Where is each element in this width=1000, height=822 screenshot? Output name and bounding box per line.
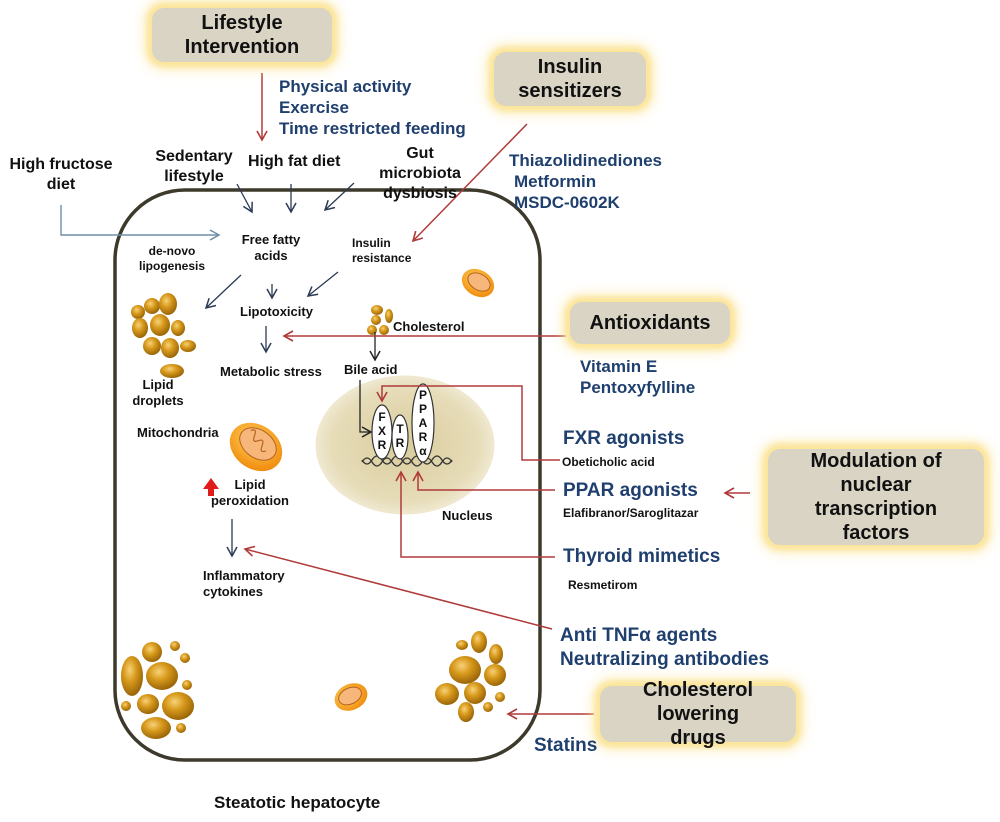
lipid-droplets-bottom-right xyxy=(435,631,506,722)
receptor-fxr-label: F X R xyxy=(377,410,387,452)
box-cholesterol-lowering: Cholesterol lowering drugs xyxy=(600,679,796,749)
figure-title: Steatotic hepatocyte xyxy=(214,793,381,812)
arrow-insulin-to-lipotoxicity xyxy=(306,271,339,297)
box-lifestyle-intervention: Lifestyle Intervention xyxy=(152,8,332,62)
tr-receptor xyxy=(391,414,409,460)
arrow-fructose-to-ffa xyxy=(60,205,221,241)
receptor-ppar-label: P P A R α xyxy=(418,388,428,458)
ppar-agonists-label: PPAR agonists xyxy=(563,480,698,501)
risk-high-fat-diet: High fat diet xyxy=(248,153,341,170)
mitochondrion-bottom xyxy=(334,683,368,711)
statins-label: Statins xyxy=(534,735,598,756)
cell-membrane xyxy=(113,188,542,762)
arrow-bileacid-to-fxr xyxy=(359,380,373,438)
lipid-droplets-upper-left xyxy=(131,293,196,378)
label-inflammatory-cytokines: Inflammatory cytokines xyxy=(203,568,285,599)
receptor-tr-label: T R xyxy=(395,422,405,450)
label-lipid-droplets: Lipid droplets xyxy=(132,377,184,408)
risk-sedentary-lifestyle: Sedentary lifestyle xyxy=(155,148,233,185)
elafibranor-saroglitazar-label: Elafibranor/Saroglitazar xyxy=(563,506,699,520)
arrow-insulin-sensitizers xyxy=(411,123,528,243)
label-free-fatty-acids: Free fatty acids xyxy=(241,232,301,263)
label-lipotoxicity: Lipotoxicity xyxy=(240,304,313,319)
mitochondrion-center-left xyxy=(229,422,283,472)
arrow-sedentary-to-ffa xyxy=(236,183,253,214)
label-insulin-resistance: Insulin resistance xyxy=(352,236,412,265)
risk-high-fructose-diet: High fructose diet xyxy=(9,156,113,193)
arrow-thyroid-mimetics xyxy=(395,470,555,558)
anti-tnf-labels: Anti TNFα agents Neutralizing antibodies xyxy=(560,625,770,670)
obeticholic-acid-label: Obeticholic acid xyxy=(562,455,655,469)
box-antioxidants: Antioxidants xyxy=(570,302,730,344)
arrow-denovo-to-droplets xyxy=(204,274,242,310)
ppar-receptor xyxy=(411,383,435,463)
fxr-agonists-label: FXR agonists xyxy=(563,428,685,449)
box-nuclear-modulation: Modulation of nuclear transcription fact… xyxy=(768,449,984,545)
label-mitochondria: Mitochondria xyxy=(137,425,219,440)
risk-gut-microbiota-dysbiosis: Gut microbiota dysbiosis xyxy=(379,145,461,202)
cholesterol-droplets xyxy=(367,305,393,335)
label-metabolic-stress: Metabolic stress xyxy=(220,364,322,379)
box-insulin-sensitizers: Insulin sensitizers xyxy=(494,52,646,106)
mitochondrion-top-right xyxy=(461,268,495,298)
label-bile-acid: Bile acid xyxy=(344,362,398,377)
label-denovo-lipogenesis: de-novo lipogenesis xyxy=(138,244,206,273)
lipid-droplets-bottom-left xyxy=(121,641,194,739)
arrow-gut-to-ffa xyxy=(323,182,355,212)
label-lipid-peroxidation: Lipid peroxidation xyxy=(210,477,289,508)
label-cholesterol: Cholesterol xyxy=(393,319,465,334)
thyroid-mimetics-label: Thyroid mimetics xyxy=(563,546,721,567)
arrow-ppar-agonists xyxy=(412,470,555,491)
label-nucleus: Nucleus xyxy=(442,508,493,523)
arrow-anti-tnf xyxy=(243,545,553,630)
insulin-sensitizer-items: Thiazolidinediones Metformin MSDC-0602K xyxy=(509,151,663,212)
increase-arrow-icon xyxy=(203,478,219,496)
antioxidant-items: Vitamin E Pentoxyfylline xyxy=(580,357,696,397)
arrow-fxr-agonists xyxy=(376,385,560,461)
resmetirom-label: Resmetirom xyxy=(568,578,638,592)
lifestyle-items: Physical activity Exercise Time restrict… xyxy=(279,77,466,138)
